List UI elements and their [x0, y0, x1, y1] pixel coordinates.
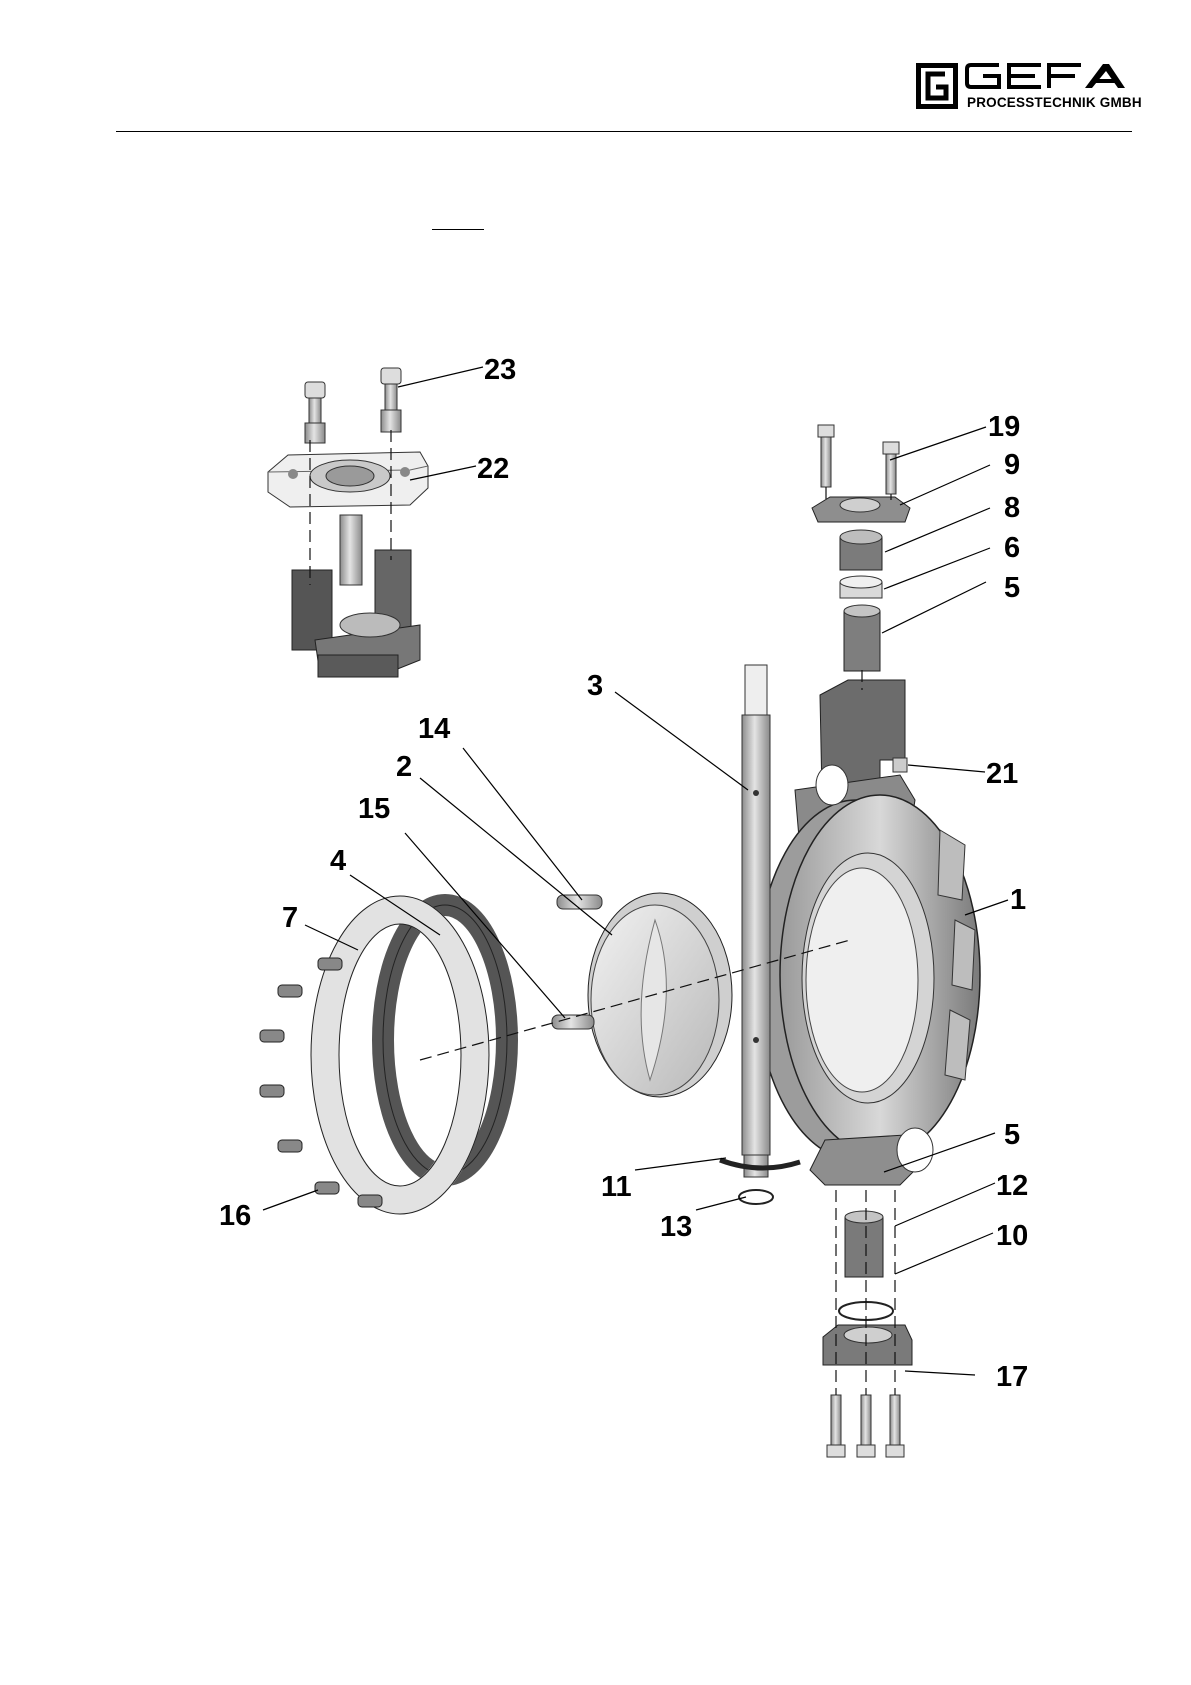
part-9-gland-plate	[812, 497, 910, 522]
label-17: 17	[996, 1361, 1028, 1393]
label-6: 6	[1004, 532, 1020, 564]
label-14: 14	[418, 713, 450, 745]
label-22: 22	[477, 453, 509, 485]
part-top-neck	[292, 515, 420, 677]
label-15: 15	[358, 793, 390, 825]
label-23: 23	[484, 354, 516, 386]
label-12: 12	[996, 1170, 1028, 1202]
part-23-bolts	[305, 368, 401, 443]
label-9: 9	[1004, 449, 1020, 481]
part-6-ring	[840, 576, 882, 598]
label-4: 4	[330, 845, 346, 877]
label-10: 10	[996, 1220, 1028, 1252]
label-21: 21	[986, 758, 1018, 790]
label-13: 13	[660, 1211, 692, 1243]
part-1-valve-body	[756, 680, 980, 1185]
label-8: 8	[1004, 492, 1020, 524]
label-2: 2	[396, 751, 412, 783]
part-22-mounting-flange	[268, 452, 428, 507]
part-5-bottom-bearing	[845, 1211, 883, 1277]
part-17-bolts	[827, 1395, 904, 1457]
label-5-top: 5	[1004, 572, 1020, 604]
label-3: 3	[587, 670, 603, 702]
label-5-bottom: 5	[1004, 1119, 1020, 1151]
part-15-pin	[552, 1015, 594, 1029]
part-2-disc	[588, 893, 732, 1097]
part-3-shaft	[742, 665, 770, 1177]
part-19-bolts	[818, 425, 899, 494]
label-11: 11	[601, 1171, 632, 1203]
part-21-pin	[893, 758, 907, 772]
label-16: 16	[219, 1200, 251, 1232]
label-19: 19	[988, 411, 1020, 443]
part-8-bushing	[840, 530, 882, 570]
label-7: 7	[282, 902, 298, 934]
label-1: 1	[1010, 884, 1026, 916]
part-5-top-bearing	[844, 605, 880, 671]
